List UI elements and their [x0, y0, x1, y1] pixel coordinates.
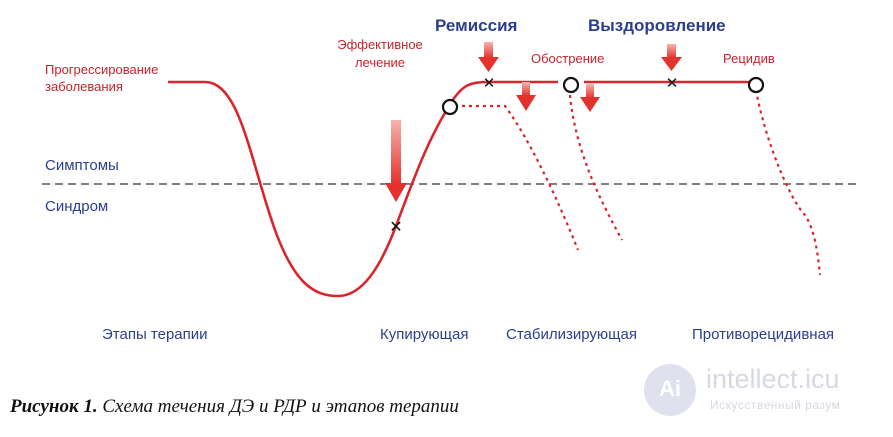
therapy-stages-title: Этапы терапии: [102, 326, 208, 343]
cross-marker-remission: ✕: [483, 75, 496, 92]
remission-dotted-branch: [455, 104, 580, 251]
recovery-label: Выздоровление: [588, 16, 726, 35]
recovery-arrow: [661, 44, 682, 71]
exacerbation-arrow-right: [580, 84, 600, 112]
cross-marker-recovery: ✕: [666, 75, 679, 92]
watermark: Ai intellect.icu Искусственный разум: [640, 360, 890, 420]
watermark-logo-icon: Ai: [644, 364, 696, 416]
effective-label-line1: Эффективное: [337, 37, 423, 52]
exacerbation-dotted-branch: [568, 94, 623, 241]
syndrome-label: Синдром: [45, 198, 108, 215]
figure-caption-label: Рисунок 1.: [10, 396, 98, 417]
stage-relieving: Купирующая: [380, 326, 468, 343]
figure-caption-text: Схема течения ДЭ и РДР и этапов терапии: [102, 396, 459, 417]
circle-marker-exacerbation: [562, 76, 580, 94]
exacerbation-arrow-left: [516, 82, 536, 111]
stage-stabilizing: Стабилизирующая: [506, 326, 637, 343]
watermark-subtitle: Искусственный разум: [710, 398, 841, 412]
symptoms-label: Симптомы: [45, 157, 119, 174]
stage-anti-relapse: Противорецидивная: [692, 326, 834, 343]
relapse-label: Рецидив: [723, 51, 775, 66]
remission-arrow: [478, 42, 499, 72]
circle-marker-relapse: [747, 76, 765, 94]
progress-label-line1: Прогрессирование: [45, 62, 158, 77]
relapse-dotted-branch: [754, 89, 822, 276]
exacerbation-label: Обострение: [531, 51, 604, 66]
cross-marker-therapy: ✕: [389, 219, 402, 236]
effective-treatment-arrow: [385, 120, 407, 202]
progress-label-line2: заболевания: [45, 79, 123, 94]
circle-marker-remission-start: [441, 98, 459, 116]
effective-label-line2: лечение: [355, 55, 405, 70]
watermark-title: intellect.icu: [706, 364, 840, 394]
remission-label: Ремиссия: [435, 16, 517, 35]
disease-course-curve: [168, 80, 558, 298]
figure-caption: Рисунок 1. Схема течения ДЭ и РДР и этап…: [10, 396, 459, 418]
